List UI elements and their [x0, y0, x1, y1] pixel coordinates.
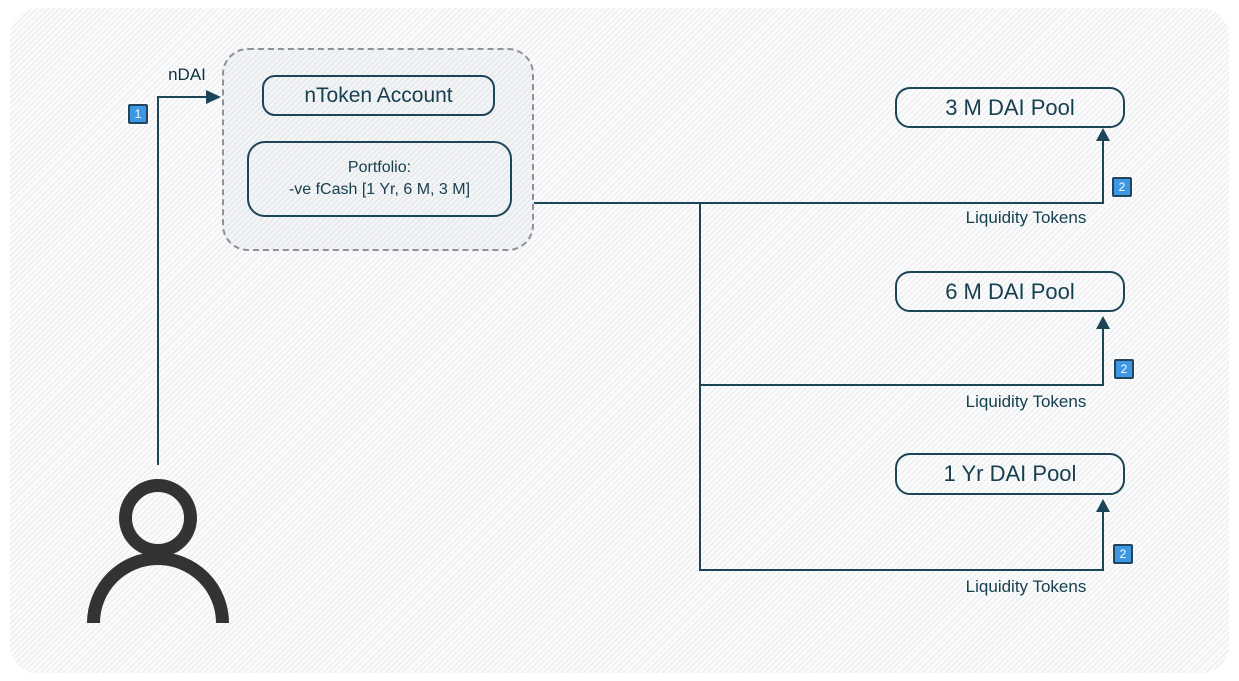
liquidity-edge-main [534, 202, 1104, 204]
arrow-line-1yr [1102, 511, 1104, 571]
arrow-line-3m [1102, 140, 1104, 204]
ntoken-account-label: nToken Account [304, 83, 453, 107]
step-badge-1: 1 [128, 104, 148, 124]
step-badge-2-1yr: 2 [1113, 544, 1133, 564]
liquidity-edge-trunk [699, 202, 701, 571]
pool-node-1yr: 1 Yr DAI Pool [895, 453, 1125, 495]
liquidity-tokens-label-6m: Liquidity Tokens [965, 392, 1087, 411]
deposit-edge-horizontal [157, 96, 207, 98]
pool-label-1yr: 1 Yr DAI Pool [943, 461, 1077, 486]
ndai-label: nDAI [168, 65, 206, 84]
liquidity-edge-branch-1yr [699, 569, 1104, 571]
hatched-background [10, 8, 1229, 673]
portfolio-contents: -ve fCash [1 Yr, 6 M, 3 M] [288, 181, 471, 198]
step-badge-2-6m: 2 [1114, 359, 1134, 379]
arrowhead-3m-icon [1096, 128, 1110, 141]
liquidity-edge-branch-6m [699, 384, 1104, 386]
arrowhead-1yr-icon [1096, 499, 1110, 512]
person-icon [87, 479, 229, 624]
arrow-line-6m [1102, 328, 1104, 386]
deposit-edge-vertical [157, 96, 159, 465]
portfolio-title: Portfolio: [347, 159, 412, 177]
liquidity-tokens-label-3m: Liquidity Tokens [965, 208, 1087, 227]
ntoken-account-node: nToken Account [262, 75, 495, 116]
portfolio-node: Portfolio: -ve fCash [1 Yr, 6 M, 3 M] [247, 141, 512, 217]
pool-node-6m: 6 M DAI Pool [895, 271, 1125, 312]
deposit-arrowhead-icon [206, 90, 221, 104]
pool-label-6m: 6 M DAI Pool [945, 278, 1075, 304]
pool-label-3m: 3 M DAI Pool [945, 94, 1075, 120]
arrowhead-6m-icon [1096, 316, 1110, 329]
pool-node-3m: 3 M DAI Pool [895, 87, 1125, 128]
step-badge-2-3m: 2 [1112, 177, 1132, 197]
liquidity-tokens-label-1yr: Liquidity Tokens [965, 577, 1087, 596]
